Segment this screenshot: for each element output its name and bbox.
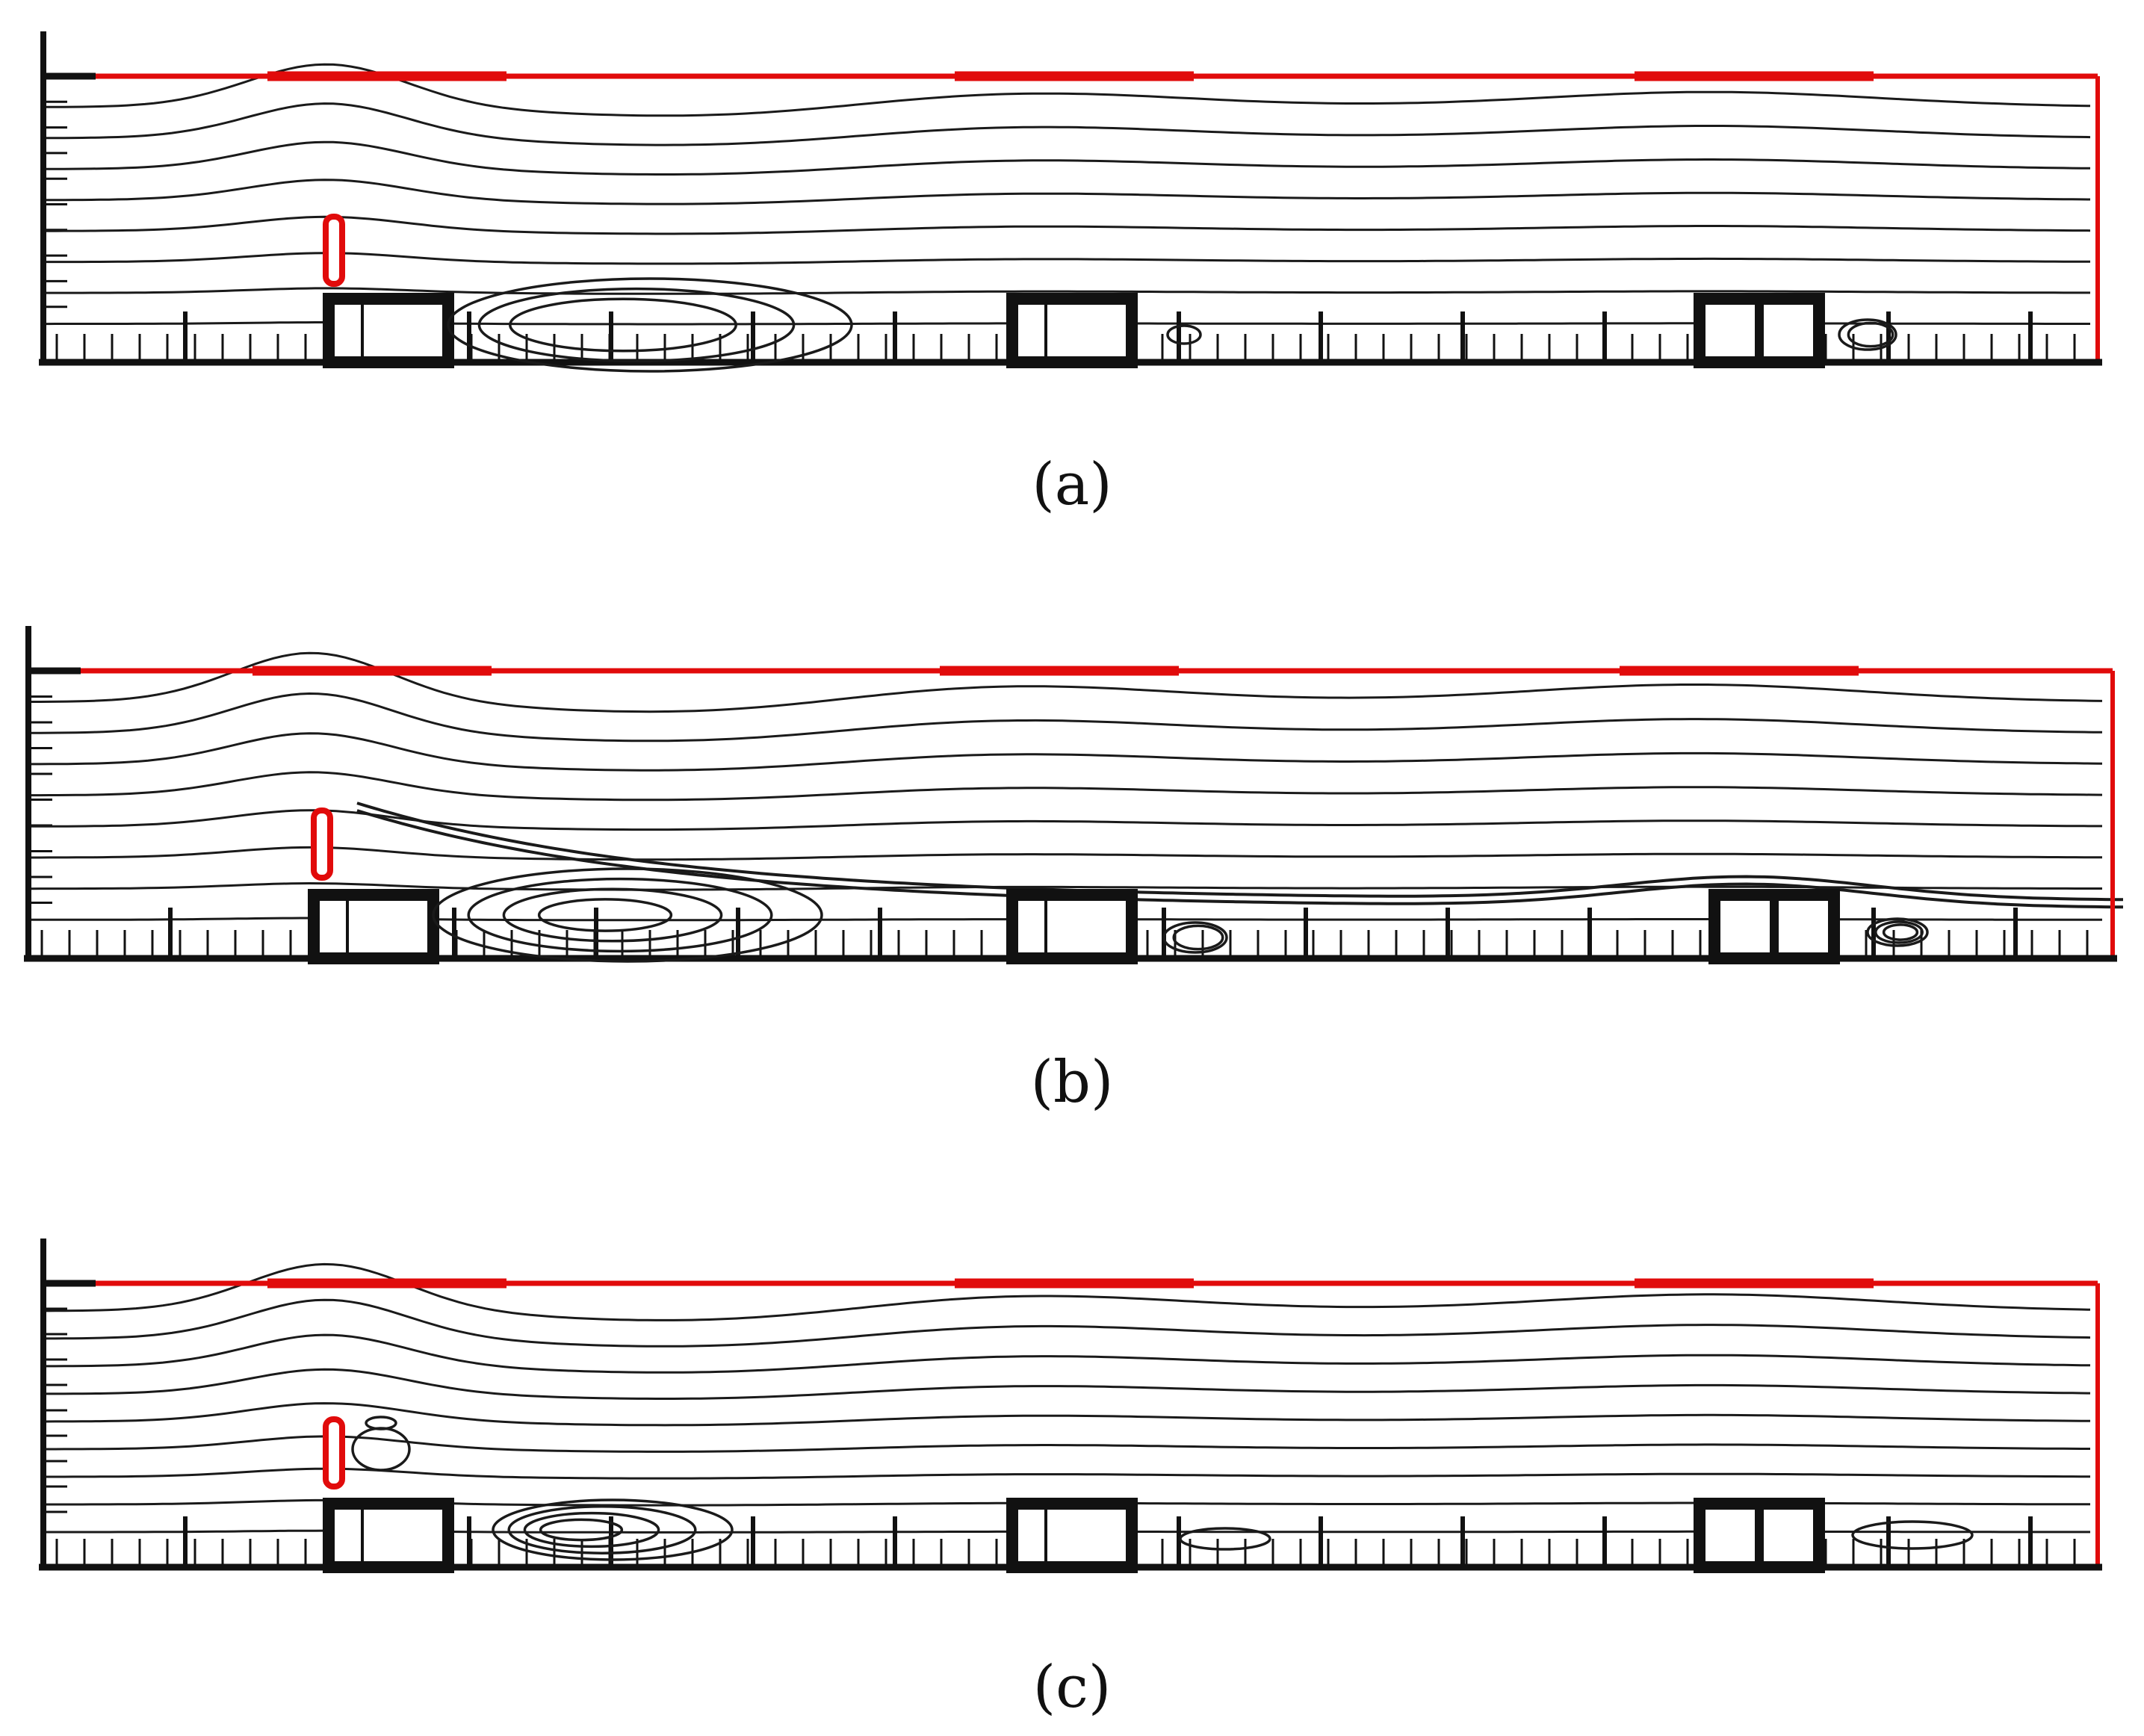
streamline (46, 287, 2090, 295)
streamline (31, 881, 2102, 891)
recirculation-eddy (492, 1498, 734, 1561)
recirculation-eddy (1874, 920, 1924, 944)
ground-block (308, 889, 439, 964)
streamline (31, 809, 2102, 831)
panel-b-streamline-plot (24, 626, 2124, 964)
streamline (46, 215, 2091, 235)
streamline (46, 1333, 2091, 1374)
recirculation-eddy (477, 287, 796, 363)
streamline (46, 1368, 2091, 1400)
recirculation-eddy (502, 887, 723, 943)
red-obstacle (323, 1416, 345, 1489)
ground-block (1006, 1498, 1138, 1573)
recirculation-eddy (1882, 923, 1919, 941)
recirculation-eddy (1162, 921, 1228, 954)
recirculation-eddy (365, 1416, 397, 1430)
ground-block (323, 1498, 454, 1573)
panel-a-caption: (a) (1032, 451, 1112, 518)
recirculation-eddy (539, 1518, 624, 1542)
panel-c-streamline-plot (39, 1239, 2102, 1573)
ground-block (1006, 889, 1138, 964)
streamline (46, 1262, 2091, 1321)
recirculation-eddy (1838, 318, 1897, 351)
streamline (46, 179, 2091, 205)
recirculation-eddy (1166, 324, 1202, 345)
recirculation-eddy (432, 867, 823, 963)
recirculation-eddy (1847, 321, 1894, 348)
recirculation-eddy (1172, 924, 1224, 951)
panel-b-caption: (b) (1030, 1049, 1114, 1116)
streamline (46, 102, 2091, 146)
streamline (46, 1402, 2091, 1427)
panel-c-caption: (c) (1032, 1654, 1112, 1721)
recirculation-eddy (351, 1427, 411, 1472)
recirculation-eddy (523, 1511, 660, 1549)
recirculation-eddy (1866, 917, 1929, 947)
streamline (46, 1298, 2091, 1348)
recirculation-eddy (447, 277, 853, 373)
ground-block (1006, 293, 1138, 368)
streamline (31, 846, 2102, 861)
streamline (46, 252, 2090, 265)
shear-layer-streamline (356, 802, 2124, 902)
streamline (46, 1467, 2090, 1480)
recirculation-eddy (537, 898, 673, 932)
recirculation-eddy (509, 297, 737, 353)
red-obstacle (323, 214, 345, 287)
streamline (31, 692, 2103, 743)
streamline (31, 651, 2103, 713)
ground-block (323, 293, 454, 368)
streamline (31, 771, 2103, 802)
red-obstacle (311, 807, 333, 881)
streamline (46, 140, 2091, 176)
recirculation-eddy (1851, 1520, 1974, 1550)
recirculation-eddy (467, 877, 773, 953)
recirculation-eddy (507, 1505, 697, 1554)
panel-a-streamline-plot (39, 31, 2102, 373)
streamline (46, 1435, 2090, 1453)
recirculation-eddy (1179, 1527, 1271, 1551)
streamline (31, 732, 2103, 772)
